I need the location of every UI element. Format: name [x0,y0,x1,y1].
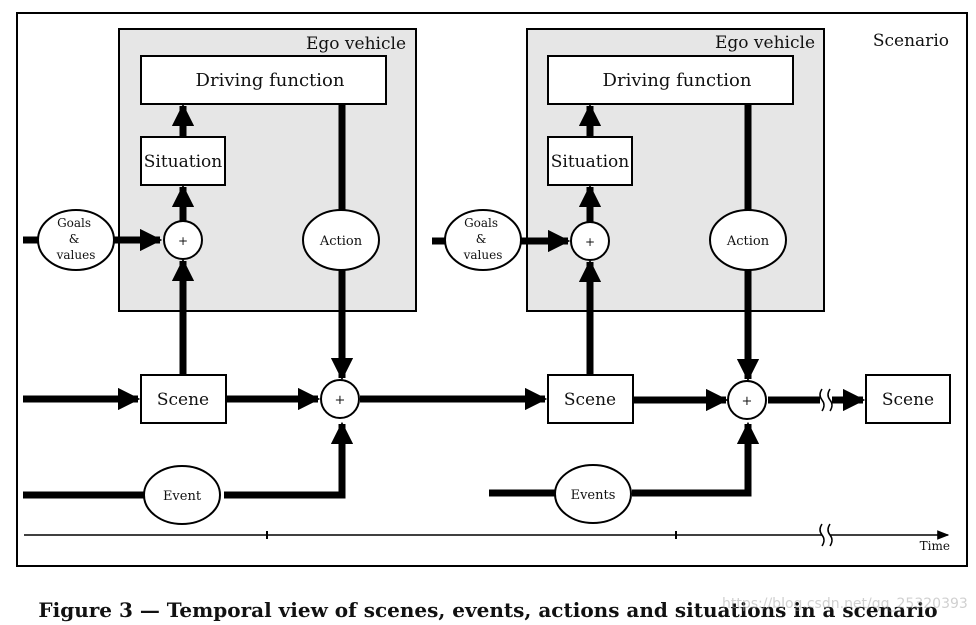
situation-label-1: Situation [144,152,223,172]
event-label-2: Events [571,488,616,503]
ego-vehicle-label-1: Ego vehicle [306,34,406,54]
driving-function-label-1: Driving function [196,70,345,91]
goals-line-2a: Goals [464,216,498,230]
driving-function-label-2: Driving function [603,70,752,91]
event-ellipse-2 [554,464,632,524]
event-label-1: Event [163,489,202,504]
goals-label-1: Goals & values [56,216,96,262]
goals-ellipse-2 [444,209,522,271]
ego-vehicle-label-2: Ego vehicle [715,33,815,53]
time-label: Time [920,539,950,553]
goals-line-2b: & [476,232,487,246]
goals-line-1a: Goals [57,216,91,230]
situation-box-1 [140,136,226,186]
action-ellipse-2 [709,209,787,271]
plus-symbol-scene-1: + [335,393,346,408]
event-line-2 [489,424,748,497]
scene-box-2 [547,374,634,424]
event-line-1 [23,424,342,499]
break-mark-time [819,523,833,547]
plus-node-scene-2 [727,380,767,420]
action-label-2: Action [726,234,770,249]
goals-line-1b: & [69,232,80,246]
plus-symbol-situation-1: + [178,234,188,248]
goals-label-2: Goals & values [463,216,503,262]
plus-node-scene-1 [320,379,360,419]
action-ellipse-1 [302,209,380,271]
figure-caption: Figure 3 — Temporal view of scenes, even… [38,598,938,622]
situation-label-2: Situation [551,152,630,172]
plus-symbol-situation-2: + [585,235,595,249]
scene-label-2: Scene [564,390,616,410]
action-label-1: Action [319,234,363,249]
scenario-label: Scenario [873,31,949,51]
plus-symbol-scene-2: + [742,394,753,409]
watermark: https://blog.csdn.net/qq_25320393 [722,596,968,612]
scene-label-3: Scene [882,390,934,410]
event-ellipse-1 [143,465,221,525]
scene-box-1 [140,374,227,424]
time-axis-gap [822,530,830,540]
scene-box-3 [865,374,951,424]
break-mark-flow [819,388,833,412]
goals-ellipse-1 [37,209,115,271]
driving-function-box-2 [547,55,794,105]
driving-function-box-1 [140,55,387,105]
goals-line-1c: values [56,248,96,262]
scene-label-1: Scene [157,390,209,410]
goals-line-2c: values [463,248,503,262]
